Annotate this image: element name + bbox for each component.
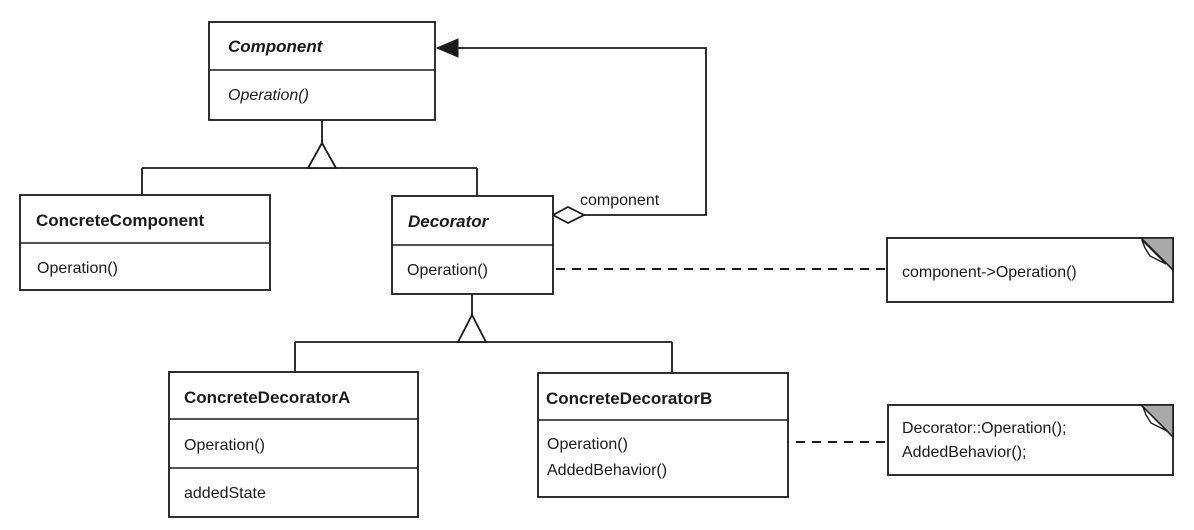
class-concrete-decorator-b-name: ConcreteDecoratorB [546, 389, 712, 408]
note-concrete-decorator-b-text-1: Decorator::Operation(); [902, 420, 1067, 437]
class-component-name: Component [228, 37, 324, 56]
class-concrete-component-operation: Operation() [37, 260, 118, 277]
class-component-operation: Operation() [228, 87, 309, 104]
note-fold-flap-icon [1141, 239, 1167, 265]
class-concrete-decorator-a-operation: Operation() [184, 437, 265, 454]
class-concrete-component-name: ConcreteComponent [36, 211, 204, 230]
note-fold-flap-icon [1142, 406, 1168, 432]
class-component: Component Operation() [208, 21, 436, 121]
class-decorator-operation: Operation() [407, 262, 488, 279]
class-decorator-name: Decorator [408, 212, 490, 231]
aggregation-role-label: component [580, 192, 660, 209]
class-concrete-component: ConcreteComponent Operation() [19, 194, 271, 291]
class-concrete-decorator-a-name: ConcreteDecoratorA [184, 388, 350, 407]
inheritance-connector-decorator [294, 294, 673, 374]
note-concrete-decorator-b-operation: Decorator::Operation(); AddedBehavior(); [887, 404, 1174, 476]
class-concrete-decorator-a: ConcreteDecoratorA Operation() addedStat… [168, 371, 419, 518]
note-concrete-decorator-b-text-2: AddedBehavior(); [902, 444, 1027, 461]
inheritance-connector-component [141, 120, 478, 197]
class-concrete-decorator-b-operation-1: Operation() [547, 436, 628, 453]
class-concrete-decorator-b: ConcreteDecoratorB Operation() AddedBeha… [537, 372, 789, 498]
generalization-triangle-icon [306, 141, 338, 169]
note-fold-corner-icon [1139, 237, 1174, 272]
class-decorator: Decorator Operation() [391, 195, 554, 295]
class-concrete-decorator-b-operation-2: AddedBehavior() [547, 462, 667, 479]
filled-arrowhead-icon [435, 38, 459, 58]
aggregation-connector-component: component [435, 38, 707, 225]
note-decorator-operation: component->Operation() [886, 237, 1174, 303]
aggregation-diamond-icon [551, 205, 587, 225]
class-concrete-decorator-a-attribute: addedState [184, 485, 266, 502]
generalization-triangle-icon [456, 313, 488, 343]
note-link-decorator-operation [525, 262, 887, 276]
note-decorator-operation-text: component->Operation() [902, 264, 1077, 281]
